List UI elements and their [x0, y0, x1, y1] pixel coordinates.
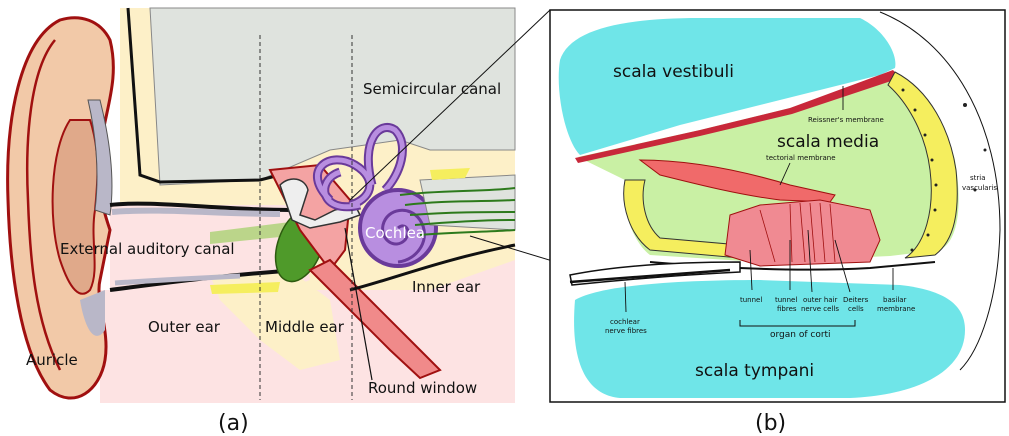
- label-deiters-2: cells: [848, 305, 864, 313]
- label-tectorial-membrane: tectorial membrane: [766, 154, 836, 162]
- label-tunnel-fibres-1: tunnel: [775, 296, 797, 304]
- cochlea-cross-section-diagram: scala vestibuli Reissner's membrane scal…: [550, 10, 1005, 402]
- label-basilar-2: membrane: [877, 305, 915, 313]
- label-scala-vestibuli: scala vestibuli: [613, 62, 734, 82]
- label-scala-tympani: scala tympani: [695, 361, 814, 381]
- outer-middle-inner-ear-diagram: Semicircular canal Cochlea External audi…: [8, 8, 515, 403]
- label-organ-of-corti: organ of corti: [770, 330, 831, 340]
- label-scala-media: scala media: [777, 132, 879, 152]
- label-cochlear-nerve-2: nerve fibres: [605, 327, 647, 335]
- caption-a: (a): [218, 411, 249, 436]
- label-cochlear-nerve-1: cochlear: [610, 318, 640, 326]
- label-round-window: Round window: [368, 379, 477, 397]
- label-cochlea: Cochlea: [365, 224, 425, 242]
- label-outer-hair-1: outer hair: [803, 296, 838, 304]
- canal-grey-lining-top: [112, 211, 280, 214]
- label-basilar-1: basilar: [883, 296, 907, 304]
- label-outer-hair-2: nerve cells: [801, 305, 839, 313]
- label-deiters-1: Deiters: [843, 296, 869, 304]
- label-external-auditory-canal: External auditory canal: [60, 240, 235, 258]
- caption-b: (b): [755, 411, 786, 436]
- label-tunnel: tunnel: [740, 296, 762, 304]
- label-auricle: Auricle: [26, 351, 78, 369]
- label-stria-1: stria: [970, 174, 986, 182]
- label-outer-ear: Outer ear: [148, 318, 221, 336]
- label-stria-2: vascularis: [962, 184, 997, 192]
- label-reissners-membrane: Reissner's membrane: [808, 116, 884, 124]
- label-tunnel-fibres-2: fibres: [777, 305, 797, 313]
- label-middle-ear: Middle ear: [265, 318, 345, 336]
- label-semicircular-canal: Semicircular canal: [363, 80, 501, 98]
- label-inner-ear: Inner ear: [412, 278, 481, 296]
